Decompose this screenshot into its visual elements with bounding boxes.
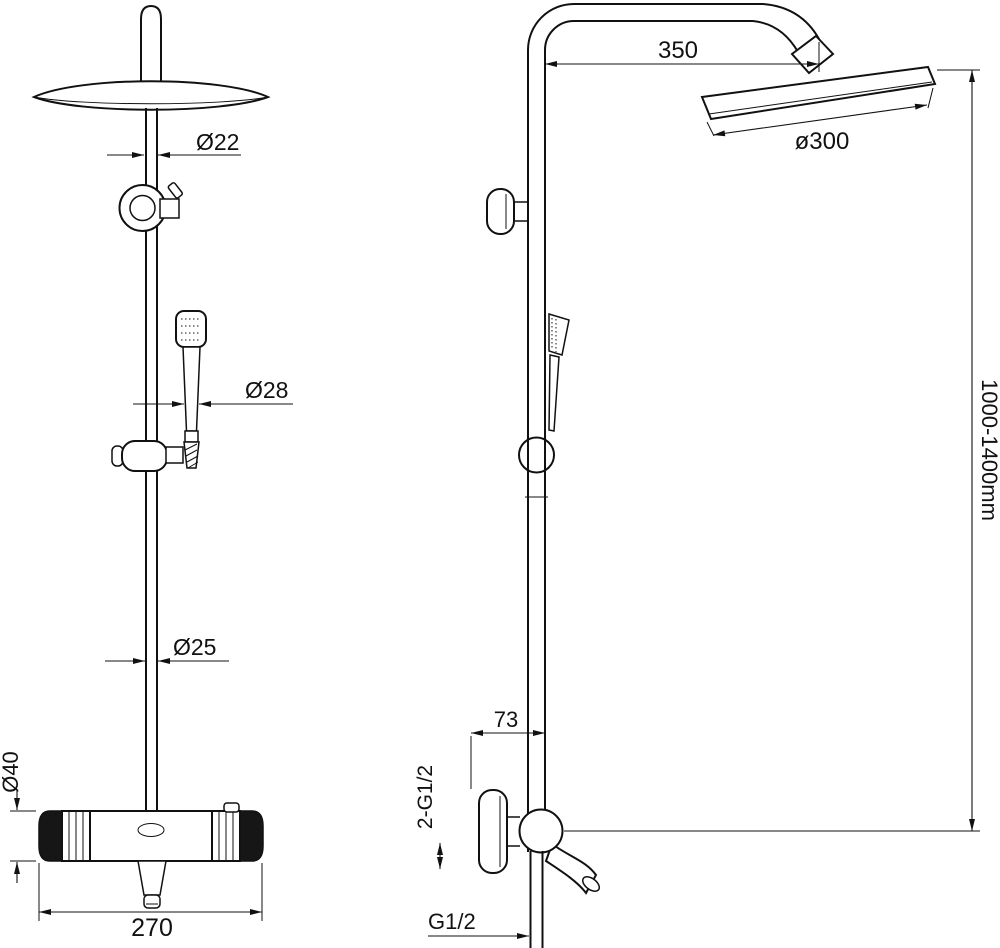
dim-front-hand-shower: Ø28 — [133, 377, 293, 407]
dim-side-inlet-threads-label: 2-G1/2 — [414, 765, 437, 829]
dim-side-wall-distance: 73 — [470, 707, 545, 789]
side-hand-shower — [518, 312, 570, 474]
side-slider-ring — [518, 436, 555, 474]
front-spout — [137, 860, 167, 896]
front-slider-bracket — [111, 440, 184, 472]
dim-side-head-diameter-label: ø300 — [795, 128, 850, 155]
dim-front-upper-pipe-label: Ø22 — [196, 129, 239, 155]
side-mixer-valve — [478, 789, 980, 948]
side-spout-outlet — [581, 876, 601, 892]
dim-side-outlet-thread-label: G1/2 — [428, 909, 476, 934]
side-wall-bracket — [486, 188, 528, 235]
front-logo-badge — [137, 823, 165, 837]
front-wall-bracket — [118, 182, 184, 232]
dim-front-lower-pipe-label: Ø25 — [173, 634, 216, 660]
side-view: ø300 350 73 — [414, 3, 1000, 948]
front-hand-shower — [175, 310, 207, 469]
dim-side-head-diameter: ø300 — [706, 87, 934, 155]
front-mixer-valve — [38, 802, 264, 909]
side-valve-body — [518, 808, 564, 854]
dim-side-height-range: 1000-1400mm — [937, 69, 1000, 831]
front-left-handle — [38, 810, 63, 862]
dim-side-wall-distance-label: 73 — [494, 707, 518, 732]
front-diverter-button — [223, 802, 240, 813]
dim-front-hand-shower-label: Ø28 — [245, 377, 288, 403]
dim-front-lower-pipe: Ø25 — [105, 634, 229, 664]
dim-side-outlet-thread: G1/2 — [428, 909, 529, 939]
dim-front-valve-width: 270 — [38, 863, 263, 942]
dim-front-valve-body-label: Ø40 — [0, 751, 23, 793]
dim-side-arm-reach: 350 — [545, 37, 820, 72]
dim-side-arm-reach-label: 350 — [658, 37, 698, 64]
dim-side-height-range-label: 1000-1400mm — [977, 379, 1000, 521]
side-wall-flange — [478, 789, 508, 874]
dim-side-inlet-threads: 2-G1/2 — [414, 765, 443, 869]
dim-front-valve-body: Ø40 — [0, 751, 36, 883]
front-right-handle — [239, 810, 264, 862]
dim-front-upper-pipe: Ø22 — [107, 129, 241, 158]
front-overhead-shower — [31, 80, 271, 111]
front-hose-nut — [183, 441, 200, 469]
front-riser-top — [140, 4, 162, 92]
front-view: Ø22 — [0, 4, 293, 942]
dim-front-valve-width-label: 270 — [131, 914, 173, 942]
